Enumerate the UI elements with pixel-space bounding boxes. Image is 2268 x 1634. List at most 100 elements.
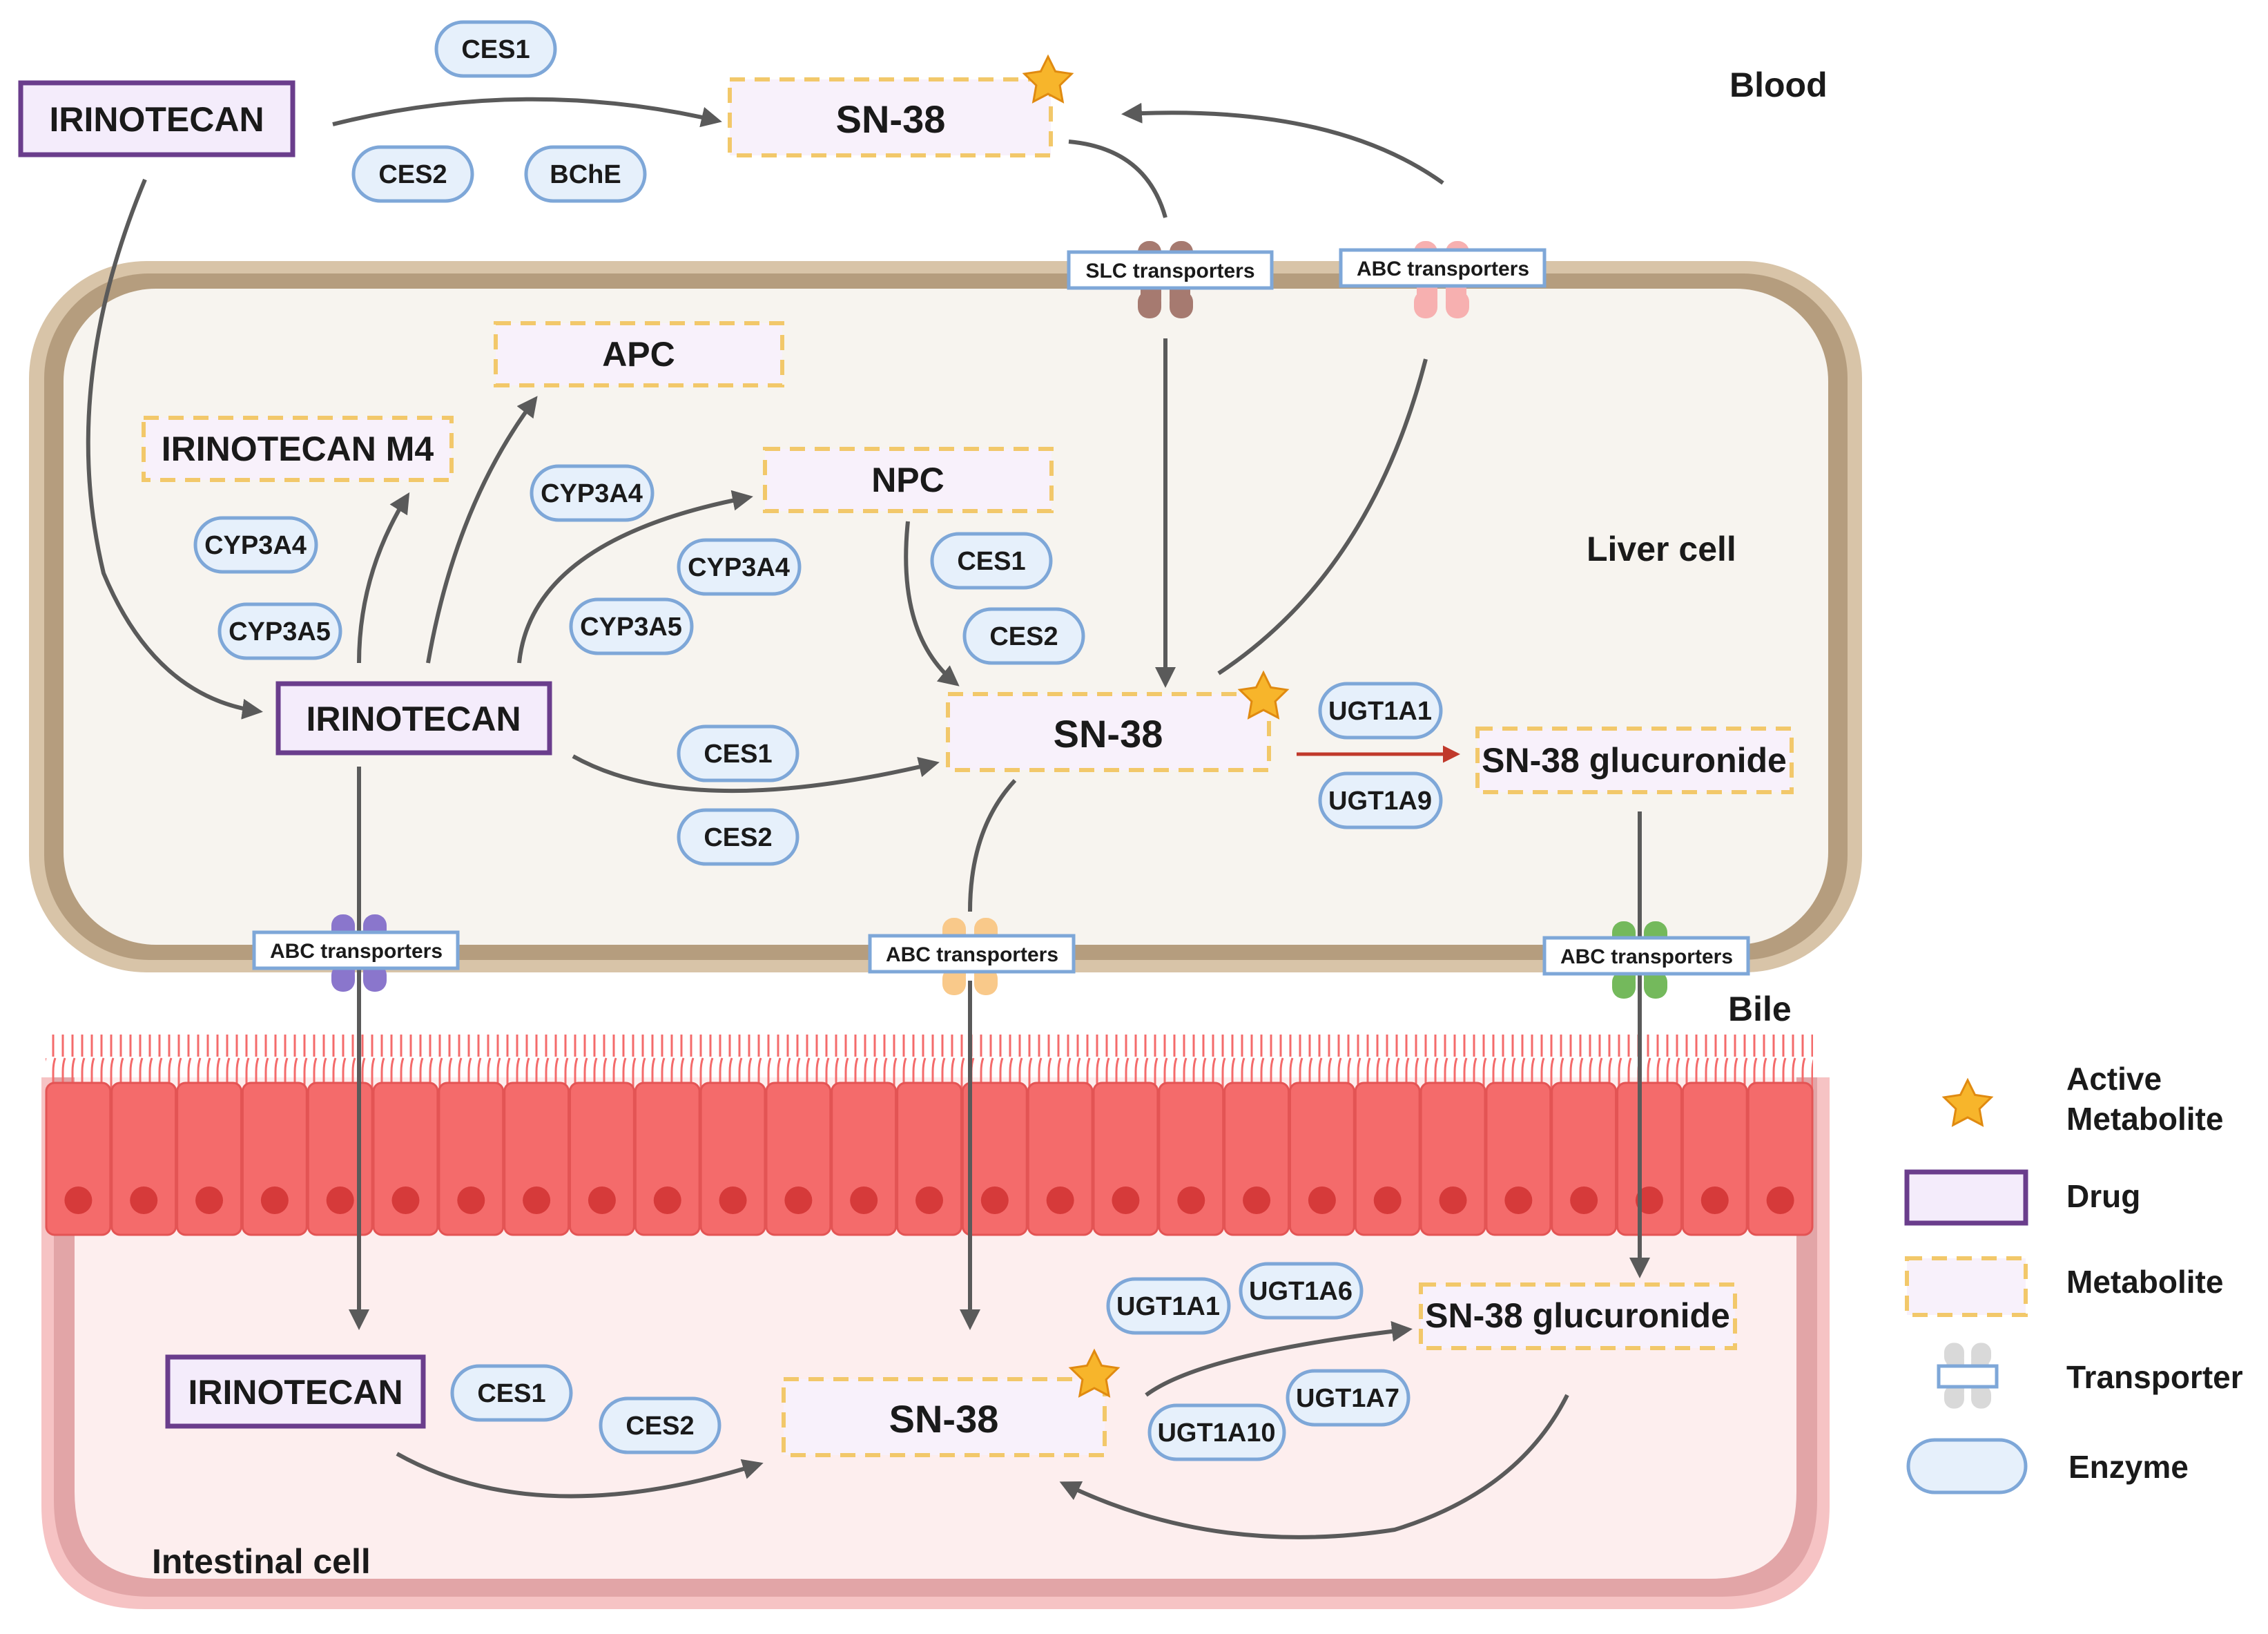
liver-gluc-box [1475,727,1794,794]
slc-transporter-label: SLC transporters [1085,260,1254,282]
epithelial-cell [372,1082,439,1236]
intestine-sn38-label: SN-38 [889,1397,999,1441]
arrow-blood-drug-into-liver [86,178,263,720]
m4-box [142,416,454,482]
legend-enzyme: Enzyme [2068,1449,2189,1485]
epithelial-cell [1616,1082,1683,1236]
enzyme-int-ces2-label: CES2 [626,1412,694,1441]
arrow-blood-irinotecan-to-sn38 [332,97,722,128]
apc-box [494,321,784,387]
abc-transporter-gluc-label-box [1542,936,1750,976]
enzyme-blood-ces2-label: CES2 [378,160,447,189]
enzyme-npc-ces1 [930,532,1053,590]
npc-label: NPC [871,461,944,499]
epithelial-cell [110,1082,177,1236]
arrow-abc-to-blood-sn38 [1121,102,1444,185]
blood-sn38-label: SN-38 [836,97,946,141]
metabolites: SN-38 APC IRINOTECAN M4 NPC SN-38 SN-38 … [142,77,1794,1457]
liver-gluc-label: SN-38 glucuronide [1482,741,1787,780]
intestine-gluc-label: SN-38 glucuronide [1425,1296,1730,1335]
slc-transporter-label-box [1067,250,1274,290]
apc-label: APC [602,335,675,374]
enzymes: CES1 CES2 BChE CYP3A4 CYP3A5 CYP3A4 CYP3… [193,20,1443,1461]
epithelial-nucleus [1700,1186,1729,1214]
blood-sn38-box [728,77,1053,157]
legend-active-line1: Active [2066,1061,2162,1097]
epithelial-cell [45,1082,112,1236]
abc-transporter-gluc-label: ABC transporters [1560,945,1733,968]
enzyme-int-ces1-label: CES1 [477,1379,545,1408]
epithelial-cell [961,1082,1028,1236]
epithelial-nucleus [1635,1186,1663,1214]
enzyme-int-ces2 [599,1396,721,1454]
enzyme-blood-ces2 [351,145,474,203]
epithelial-cells [45,1082,1814,1236]
epithelial-nucleus [326,1186,354,1214]
epithelial-nucleus [1439,1186,1467,1214]
arrow-liver-sn38-to-abc2 [968,778,1017,912]
arrow-int-sn38-to-gluc [1145,1320,1413,1397]
enzyme-m4-cyp3a5 [217,602,342,660]
arrow-int-drug-to-sn38 [396,1452,764,1499]
enzyme-int-ugt1a1-label: UGT1A1 [1116,1292,1220,1321]
enzyme-drug-ces1 [677,724,799,782]
m4-label: IRINOTECAN M4 [162,430,434,468]
abc-transporter-blood-label: ABC transporters [1357,258,1529,280]
epithelial-nucleus [391,1186,420,1214]
epithelial-nucleus [850,1186,878,1214]
intestine-sn38-box [782,1377,1107,1457]
enzyme-npc-ces2-label: CES2 [989,622,1058,651]
epithelial-nucleus [64,1186,93,1214]
enzyme-npc-cyp3a5 [569,597,694,655]
enzyme-int-ugt1a10 [1147,1403,1286,1461]
epithelial-cell [1354,1082,1421,1236]
blood-drug-box [18,80,295,157]
intestine-gluc-box [1419,1282,1737,1350]
epithelial-cell [1485,1082,1552,1236]
liver-drug-label: IRINOTECAN [306,700,521,738]
legend-active-line2: Metabolite [2066,1101,2223,1137]
epithelial-cell [1681,1082,1748,1236]
epithelial-cell [1288,1082,1355,1236]
epithelial-cell [896,1082,962,1236]
epithelial-nucleus [653,1186,681,1214]
epithelial-cell [699,1082,766,1236]
epithelial-nucleus [1243,1186,1271,1214]
legend-drug: Drug [2066,1178,2140,1214]
intestine-drug-box [165,1354,426,1429]
epithelial-nucleus [719,1186,747,1214]
epithelial-nucleus [195,1186,224,1214]
abc-transporter-drug-label-box [252,930,460,970]
drugs: IRINOTECAN IRINOTECAN IRINOTECAN [18,80,552,1429]
legend-enzyme-swatch [1906,1438,2028,1494]
epithelial-nucleus [915,1186,943,1214]
region-liver: Liver cell [1587,530,1736,568]
legend-star-icon [1943,1079,1993,1126]
arrow-liver-drug-to-npc [517,490,753,664]
enzyme-blood-ces1 [434,20,557,78]
epithelial-nucleus [457,1186,485,1214]
abc-transporter-drug-label: ABC transporters [270,940,443,963]
enzyme-apc-cyp3a4 [530,464,655,522]
epithelial-nucleus [1373,1186,1402,1214]
enzyme-int-ugt1a1 [1106,1277,1231,1335]
epithelial-nucleus [980,1186,1009,1214]
legend-transporter: Transporter [2066,1359,2243,1395]
region-blood: Blood [1729,66,1828,104]
enzyme-npc-cyp3a5-label: CYP3A5 [580,613,682,642]
enzyme-npc-ces1-label: CES1 [957,547,1025,576]
enzyme-liver-ugt1a1-label: UGT1A1 [1328,697,1432,726]
epithelial-cell [1158,1082,1225,1236]
arrow-liver-drug-to-apc [426,396,538,664]
enzyme-m4-cyp3a4 [193,516,318,574]
enzyme-liver-ugt1a9 [1318,771,1443,829]
epithelial-nucleus [1177,1186,1205,1214]
legend-drug-swatch [1904,1169,2028,1226]
enzyme-blood-ces1-label: CES1 [461,35,530,64]
epithelial-cell [1419,1082,1486,1236]
epithelial-cell [503,1082,570,1236]
liver-drug-box [275,681,552,756]
enzyme-int-ugt1a10-label: UGT1A10 [1157,1419,1275,1448]
epithelial-cell [569,1082,635,1236]
